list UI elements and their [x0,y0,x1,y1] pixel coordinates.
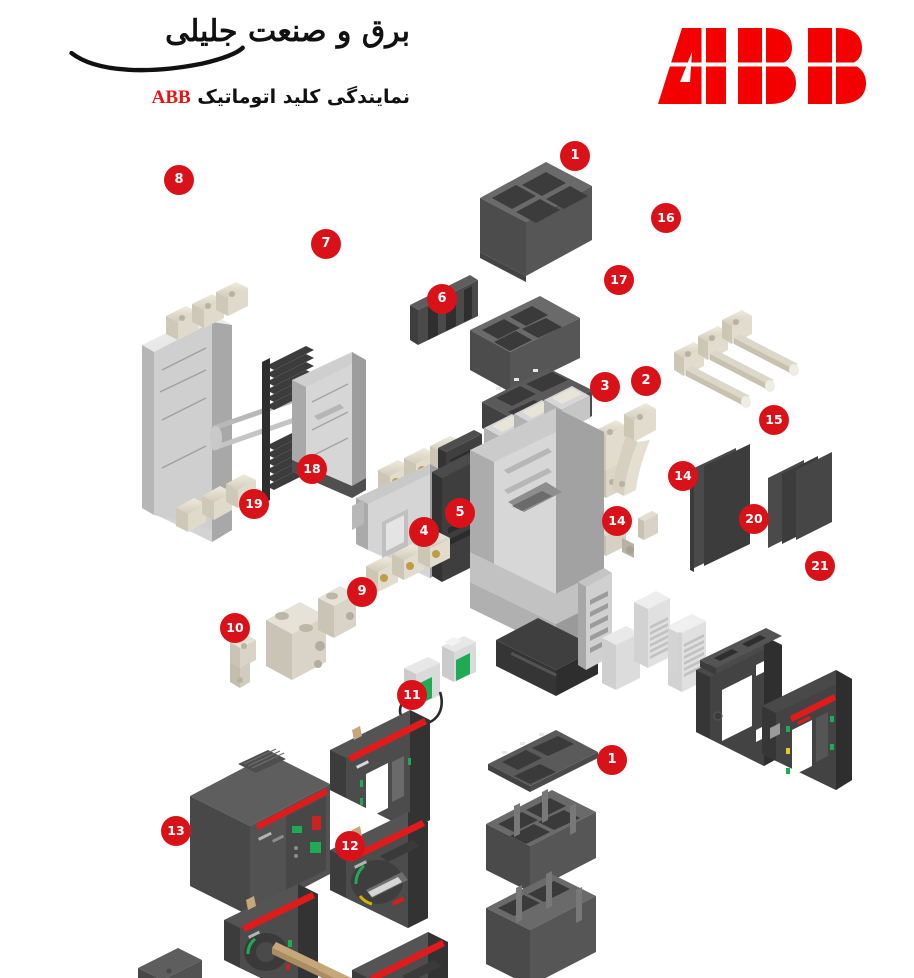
callout-badge-3[interactable]: 3 [591,373,619,401]
part-bottom-box-divided [486,789,596,892]
callout-badge-20[interactable]: 20 [740,505,768,533]
callout-badge-12[interactable]: 12 [336,832,364,860]
part-rotary-handle-11 [330,812,428,928]
part-terminal-bracket-curved [612,403,656,496]
callout-badge-14-b[interactable]: 14 [603,507,631,535]
callout-badge-11[interactable]: 11 [398,681,426,709]
part-barrier-small [796,452,832,540]
part-stud [698,326,775,392]
part-barrier-large [704,444,750,566]
part-terminal-pads-upper [166,282,248,340]
callout-badge-10[interactable]: 10 [221,614,249,642]
part-circuit-breaker-body [470,386,612,696]
part-stud [722,310,799,376]
part-plug-in-fixed-base [142,282,303,542]
subtitle-brand: ABB [151,87,191,108]
part-ribbed-filler [668,617,700,675]
part-phase-barriers [690,444,832,572]
callout-badge-7[interactable]: 7 [312,230,340,258]
part-lock-cylinder [138,948,202,978]
callout-badge-5[interactable]: 5 [446,499,474,527]
callout-badge-2[interactable]: 2 [632,367,660,395]
part-phase-separator-small [638,511,658,540]
part-escutcheon-plate [762,670,852,790]
part-aux-contact-block-5 [442,636,476,682]
callout-badge-4[interactable]: 4 [410,518,438,546]
calligraphic-swash-icon [69,45,245,73]
part-rotary-handle-9 [330,710,430,830]
callout-badge-16[interactable]: 16 [652,204,680,232]
callout-badge-6[interactable]: 6 [428,285,456,313]
callout-badge-1[interactable]: 1 [561,142,589,170]
part-terminal-cover-box-1 [480,162,592,282]
part-spreader-bracket [230,634,256,688]
part-terminal-covers-top [410,162,592,452]
part-terminal-covers-bottom [486,730,598,978]
part-cable-lug-large [266,602,326,680]
callout-badge-21[interactable]: 21 [806,552,834,580]
part-rear-terminal-studs [674,310,799,408]
part-motor-operator [190,748,330,916]
part-bottom-box-tall [486,871,596,978]
part-bottom-plate [488,730,598,792]
page-subtitle: نمایندگی کلید اتوماتیک ABB [60,86,410,109]
part-cable-lugs [230,586,356,688]
page-header: برق و صنعت جلیلی نمایندگی کلید اتوماتیک … [0,0,914,140]
callout-badge-9[interactable]: 9 [348,578,376,606]
exploded-diagram-stage [0,130,914,978]
part-ip40-cover-ribbed-a [634,591,670,668]
subtitle-text: نمایندگی کلید اتوماتیک [190,86,410,108]
part-cable-lug-small [318,586,356,638]
part-terminal-cover-box-2 [470,296,580,392]
callout-badge-18[interactable]: 18 [298,455,326,483]
callout-badge-17[interactable]: 17 [605,266,633,294]
company-name-script: برق و صنعت جلیلی [165,14,410,49]
part-terminal-covers-ip40 [602,591,706,692]
callout-badge-15[interactable]: 15 [760,406,788,434]
part-door-flange-escutcheon [668,617,852,790]
part-stud [674,342,751,408]
callout-badge-13[interactable]: 13 [162,817,190,845]
abb-logo [656,26,870,106]
part-extended-rotary-handle [224,884,448,978]
callout-badge-1-b[interactable]: 1 [598,746,626,774]
exploded-diagram-svg [138,162,852,978]
callout-badge-8[interactable]: 8 [165,166,193,194]
part-door-flange [696,628,782,766]
callout-badge-19[interactable]: 19 [240,490,268,518]
part-terminal-pads-lower [176,474,256,532]
callout-badge-14-a[interactable]: 14 [669,462,697,490]
